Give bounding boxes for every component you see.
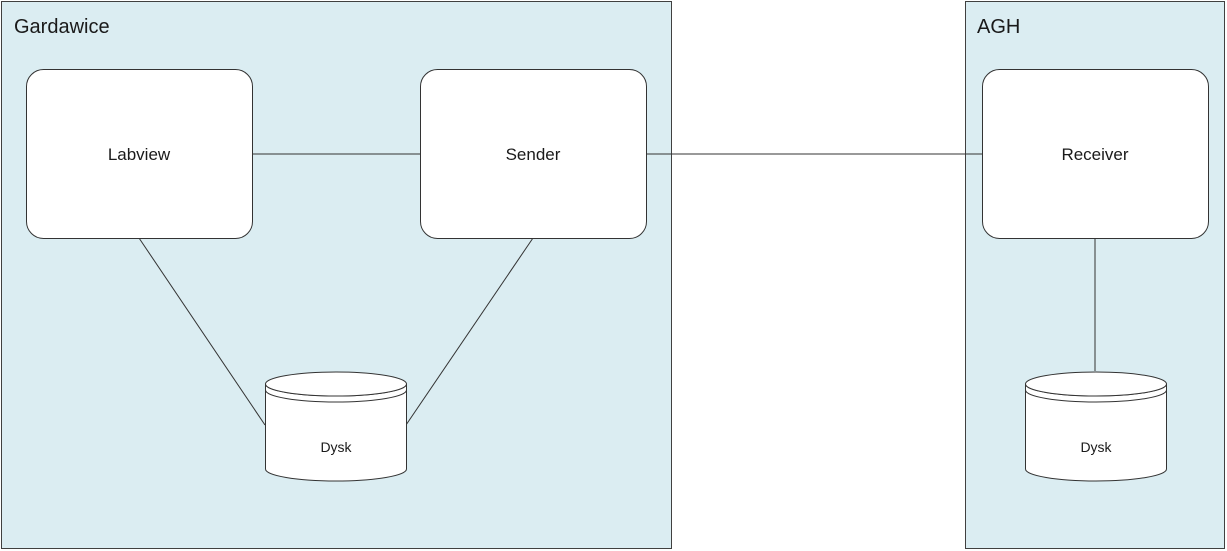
- connector-sender-disk: [405, 237, 534, 426]
- connector-labview-disk: [138, 237, 266, 426]
- disk-agh-rim: [1025, 389, 1167, 403]
- zone-agh-title: AGH: [977, 16, 1020, 38]
- node-sender[interactable]: Sender: [420, 69, 647, 239]
- zone-gardawice-title: Gardawice: [14, 16, 110, 38]
- disk-agh-cylinder-top: [1025, 371, 1167, 397]
- disk-gardawice[interactable]: Dysk: [265, 371, 407, 482]
- node-labview-box: [26, 69, 253, 239]
- disk-agh[interactable]: Dysk: [1025, 371, 1167, 482]
- disk-gardawice-rim: [265, 389, 407, 403]
- node-receiver-label: Receiver: [1061, 145, 1128, 164]
- node-labview-label: Labview: [108, 145, 171, 164]
- disk-gardawice-label: Dysk: [320, 439, 352, 455]
- disk-gardawice-cylinder-top: [265, 371, 407, 397]
- disk-agh-label: Dysk: [1080, 439, 1112, 455]
- node-sender-label: Sender: [506, 145, 561, 164]
- node-receiver-box: [982, 69, 1209, 239]
- node-receiver[interactable]: Receiver: [982, 69, 1209, 239]
- node-labview[interactable]: Labview: [26, 69, 253, 239]
- node-sender-box: [420, 69, 647, 239]
